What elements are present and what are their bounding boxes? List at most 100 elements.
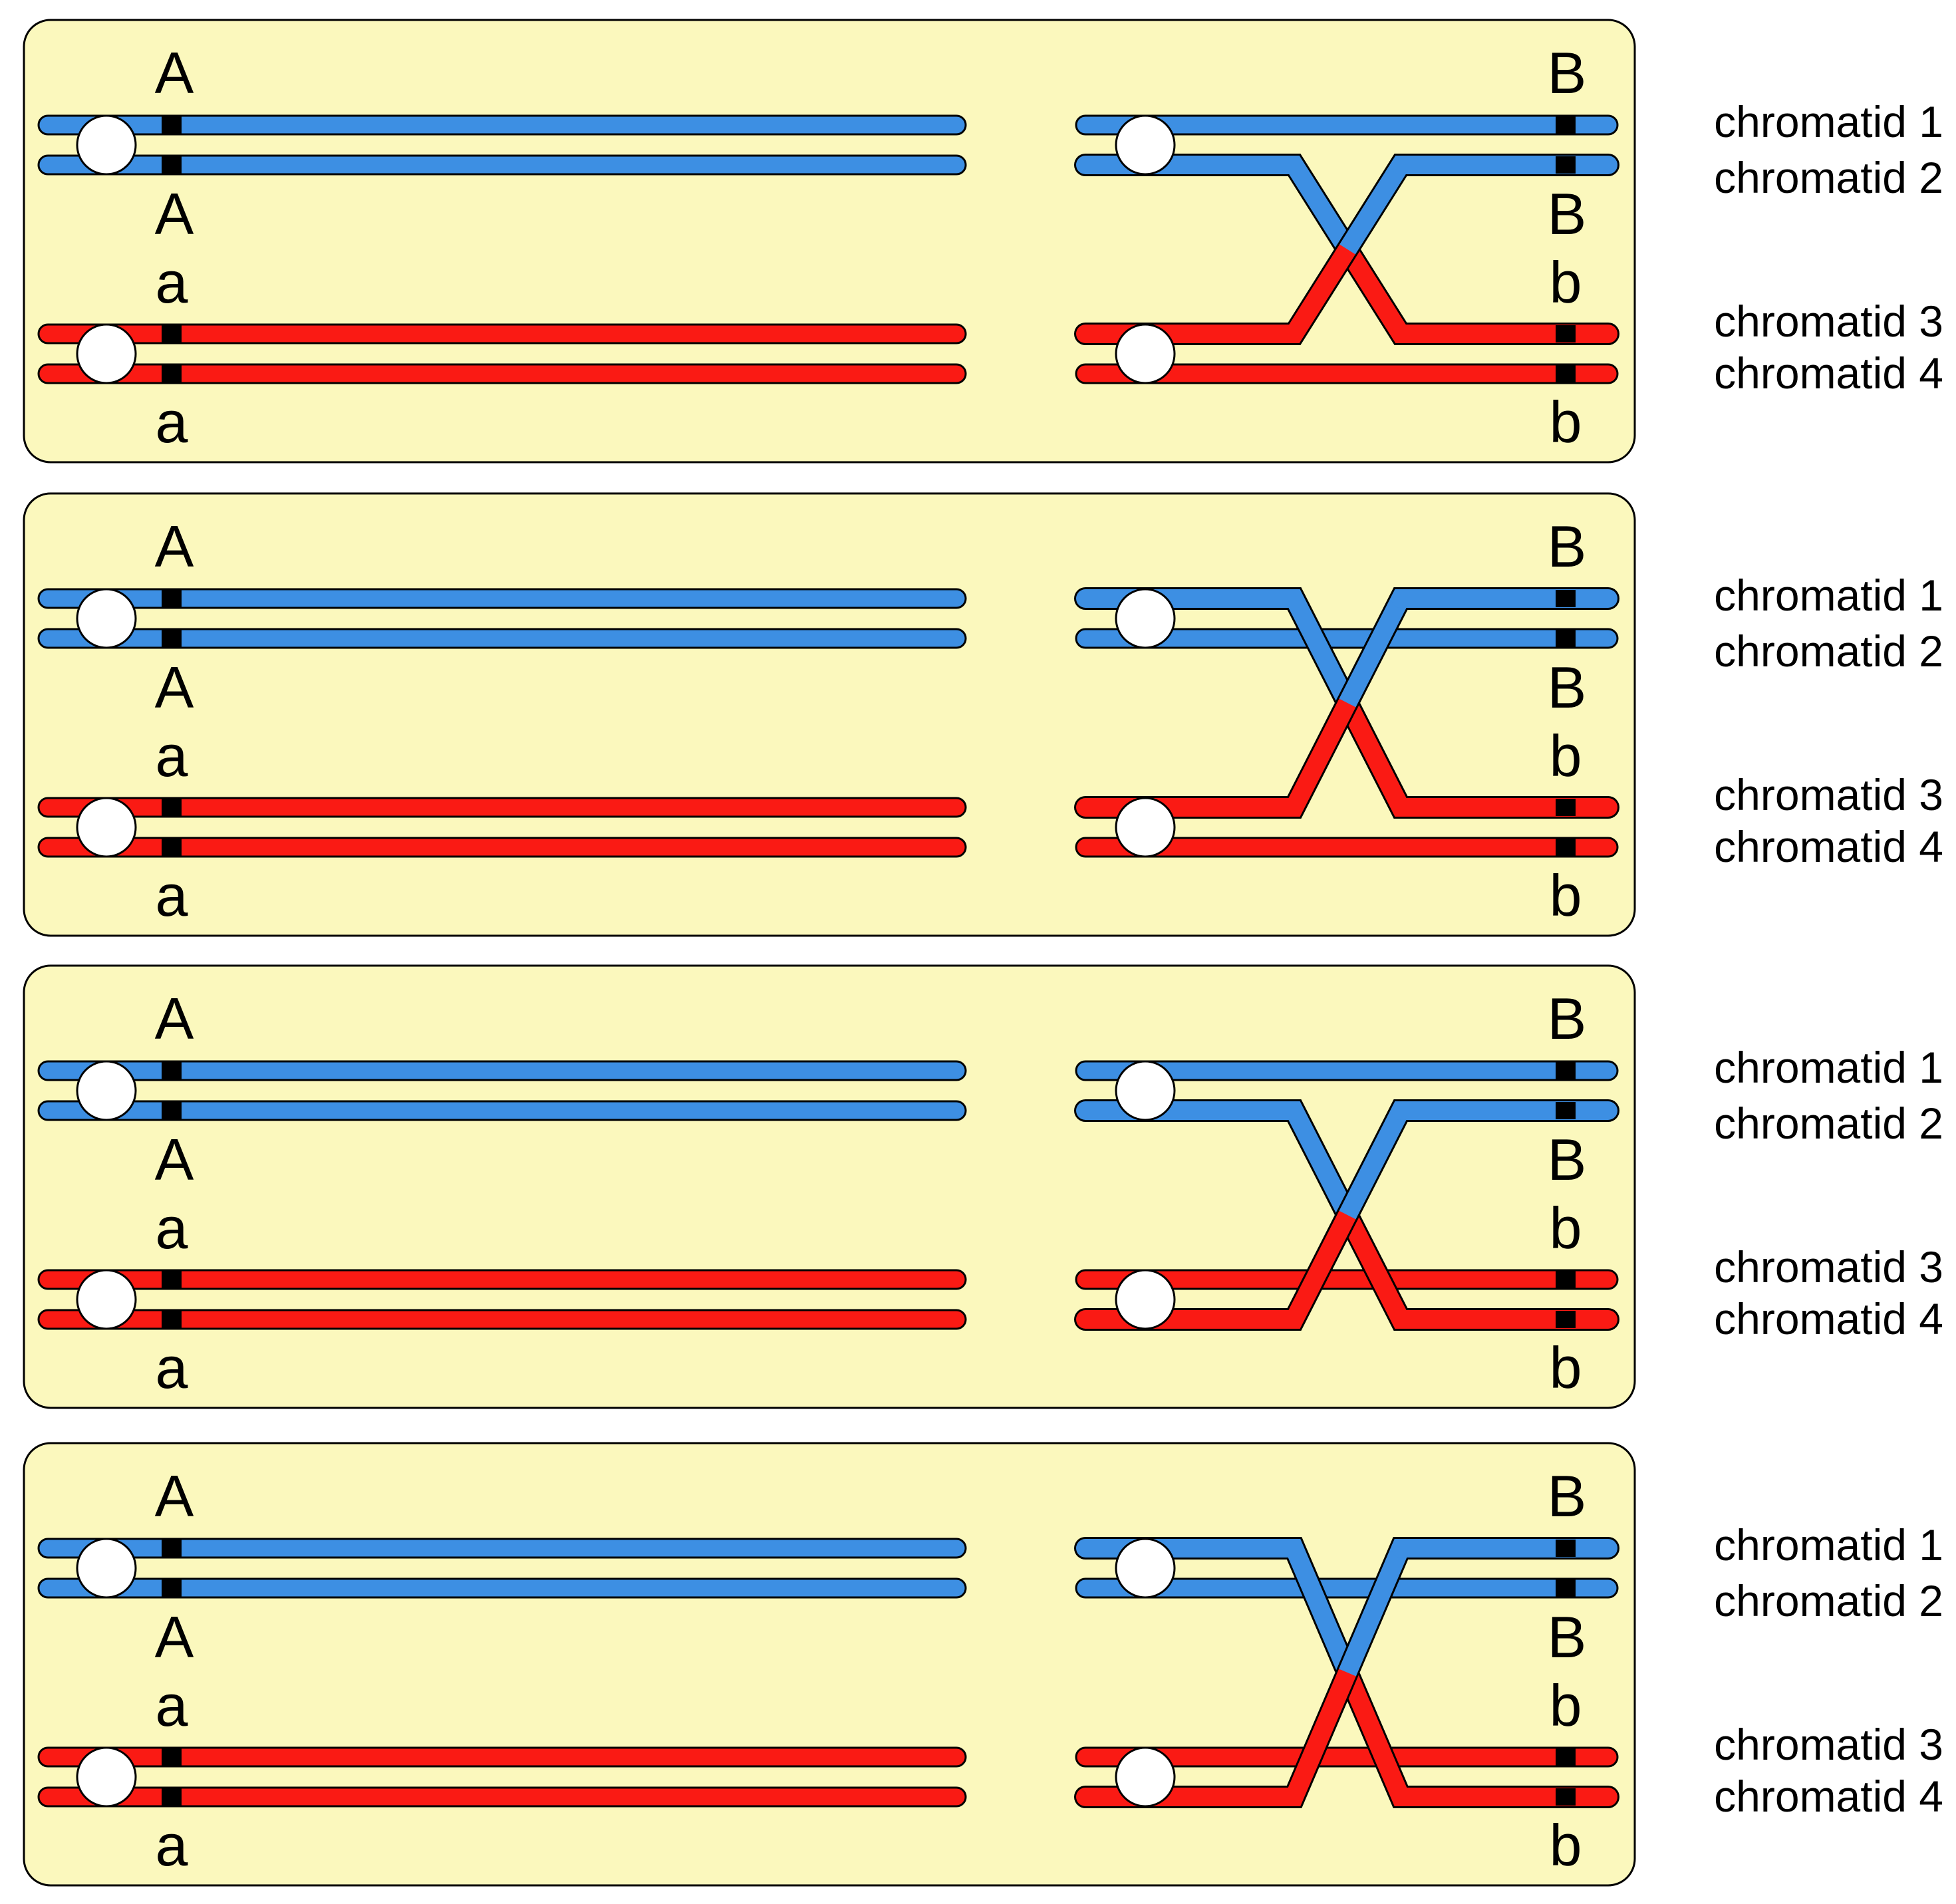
locus-label-a-mid: a	[156, 1673, 188, 1738]
right-chromatid-1	[1075, 114, 1619, 136]
locus-A-mark-3	[162, 325, 182, 342]
left-chromatid-4	[37, 1786, 967, 1808]
locus-A-mark-1	[162, 116, 182, 134]
locus-label-A-mid: A	[155, 181, 194, 247]
left-chromatid-2	[37, 1577, 967, 1599]
side-label-panel-4-chromatid-1: chromatid 1	[1714, 1520, 1943, 1569]
side-label-panel-1-chromatid-2: chromatid 2	[1714, 153, 1943, 202]
centromere-left-top	[76, 588, 137, 649]
locus-A-mark-2	[162, 1579, 182, 1597]
panel-background	[23, 19, 1636, 464]
centromere-right-top	[1115, 114, 1176, 176]
centromere-left-top	[76, 1060, 137, 1121]
locus-label-a-bottom: a	[156, 863, 188, 928]
locus-A-mark-1	[162, 1540, 182, 1557]
locus-label-A-top: A	[155, 1463, 194, 1529]
locus-label-a-mid: a	[156, 723, 188, 789]
centromere-left-bottom	[76, 1269, 137, 1330]
left-chromatid-3	[37, 323, 967, 344]
centromere-left-bottom	[76, 323, 137, 384]
left-chromatid-3	[37, 1269, 967, 1290]
locus-label-B-top: B	[1548, 1463, 1587, 1529]
locus-A-mark-4	[162, 1311, 182, 1328]
locus-A-mark-2	[162, 1102, 182, 1119]
locus-A-mark-4	[162, 1788, 182, 1806]
locus-label-B-mid: B	[1548, 181, 1587, 247]
side-label-panel-3-chromatid-3: chromatid 3	[1714, 1242, 1943, 1292]
locus-A-mark-1	[162, 590, 182, 607]
side-label-panel-4-chromatid-2: chromatid 2	[1714, 1576, 1943, 1625]
locus-A-mark-2	[162, 156, 182, 174]
centromere-right-bottom	[1115, 797, 1176, 858]
panel-background	[23, 964, 1636, 1409]
locus-B-mark-1	[1556, 1540, 1576, 1557]
side-label-panel-4-chromatid-3: chromatid 3	[1714, 1720, 1943, 1769]
side-label-panel-2-chromatid-4: chromatid 4	[1714, 822, 1943, 871]
locus-A-mark-3	[162, 1748, 182, 1766]
locus-label-A-top: A	[155, 513, 194, 579]
locus-A-mark-4	[162, 839, 182, 856]
locus-label-b-mid: b	[1550, 249, 1582, 315]
locus-label-a-bottom: a	[156, 389, 188, 455]
left-chromatid-4	[37, 837, 967, 858]
locus-label-b-mid: b	[1550, 723, 1582, 789]
locus-label-A-top: A	[155, 986, 194, 1051]
locus-label-b-mid: b	[1550, 1673, 1582, 1738]
left-chromatid-1	[37, 588, 967, 609]
left-chromatid-1	[37, 1060, 967, 1081]
locus-label-B-top: B	[1548, 40, 1587, 106]
side-label-panel-2-chromatid-3: chromatid 3	[1714, 770, 1943, 819]
centromere-left-bottom	[76, 1746, 137, 1808]
locus-label-A-mid: A	[155, 1604, 194, 1670]
right-chromatid-1	[1075, 1060, 1619, 1081]
locus-B-mark-2	[1556, 630, 1576, 647]
centromere-right-bottom	[1115, 1269, 1176, 1330]
side-label-panel-4-chromatid-4: chromatid 4	[1714, 1772, 1943, 1821]
locus-B-mark-1	[1556, 590, 1576, 607]
locus-label-A-mid: A	[155, 654, 194, 720]
left-chromatid-1	[37, 1538, 967, 1559]
locus-B-mark-3	[1556, 799, 1576, 816]
locus-B-mark-2	[1556, 1102, 1576, 1119]
panel-background	[23, 492, 1636, 937]
side-label-panel-3-chromatid-1: chromatid 1	[1714, 1043, 1943, 1092]
left-chromatid-2	[37, 154, 967, 176]
left-chromatid-4	[37, 1309, 967, 1330]
right-chromatid-2	[1075, 628, 1619, 649]
locus-B-mark-4	[1556, 1311, 1576, 1328]
side-label-panel-3-chromatid-4: chromatid 4	[1714, 1294, 1943, 1343]
locus-B-mark-1	[1556, 1062, 1576, 1079]
locus-label-B-mid: B	[1548, 1127, 1587, 1192]
locus-B-mark-1	[1556, 116, 1576, 134]
locus-label-B-top: B	[1548, 986, 1587, 1051]
side-label-panel-3-chromatid-2: chromatid 2	[1714, 1099, 1943, 1148]
locus-label-b-bottom: b	[1550, 863, 1582, 928]
locus-label-A-mid: A	[155, 1127, 194, 1192]
centromere-left-top	[76, 114, 137, 176]
centromere-right-top	[1115, 1538, 1176, 1599]
locus-A-mark-4	[162, 365, 182, 382]
locus-label-a-mid: a	[156, 249, 188, 315]
locus-B-mark-2	[1556, 156, 1576, 174]
locus-label-B-mid: B	[1548, 654, 1587, 720]
locus-B-mark-4	[1556, 1788, 1576, 1806]
right-chromatid-4	[1075, 363, 1619, 384]
right-chromatid-3	[1075, 1746, 1619, 1768]
locus-label-b-bottom: b	[1550, 1812, 1582, 1878]
centromere-right-bottom	[1115, 323, 1176, 384]
side-label-panel-1-chromatid-4: chromatid 4	[1714, 348, 1943, 398]
left-chromatid-3	[37, 797, 967, 818]
left-chromatid-4	[37, 363, 967, 384]
locus-label-a-bottom: a	[156, 1812, 188, 1878]
locus-label-a-mid: a	[156, 1195, 188, 1261]
locus-label-b-bottom: b	[1550, 1335, 1582, 1401]
locus-A-mark-3	[162, 799, 182, 816]
centromere-right-top	[1115, 588, 1176, 649]
locus-label-a-bottom: a	[156, 1335, 188, 1401]
side-label-panel-1-chromatid-3: chromatid 3	[1714, 297, 1943, 346]
centromere-left-top	[76, 1538, 137, 1599]
